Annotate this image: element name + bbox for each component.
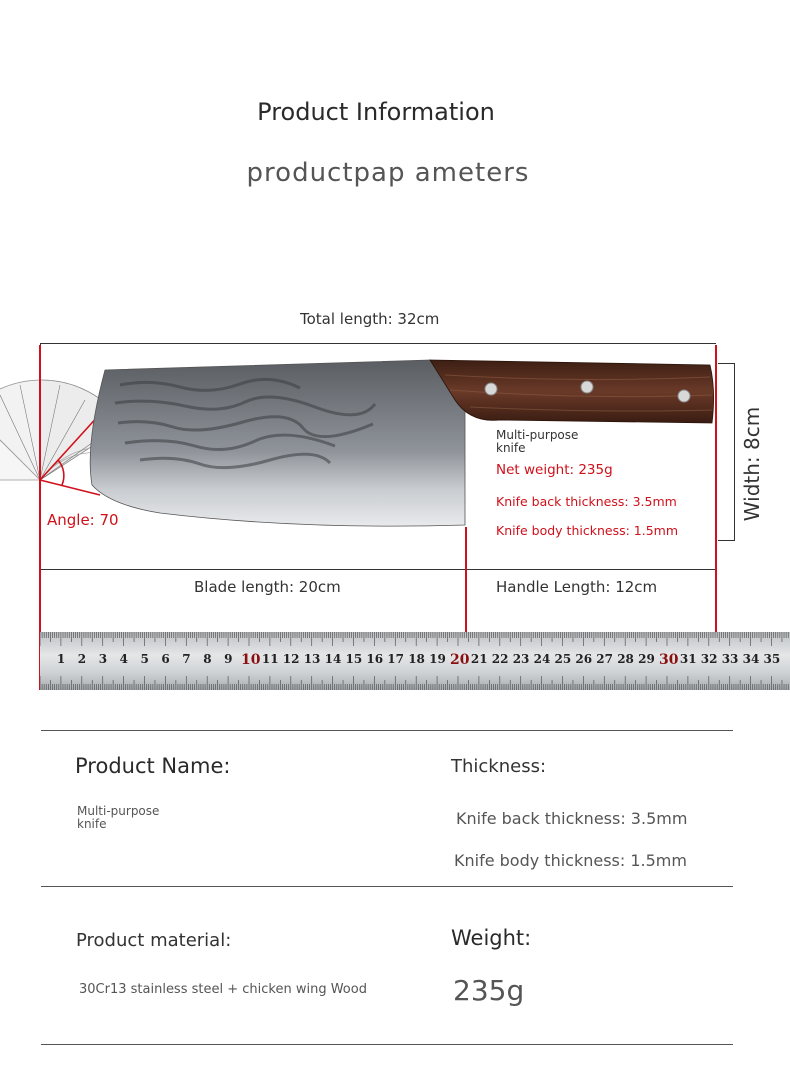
callout-back-thickness: Knife back thickness: 3.5mm xyxy=(496,494,677,509)
callout-net-weight: Net weight: 235g xyxy=(496,462,613,478)
ruler-number: 21 xyxy=(470,652,488,666)
ruler-number: 31 xyxy=(679,652,697,666)
ruler-number: 1 xyxy=(56,652,66,666)
ruler-number: 8 xyxy=(203,652,212,666)
weight-label: Weight: xyxy=(451,926,532,950)
ruler-number: 13 xyxy=(303,652,321,666)
ruler-number: 7 xyxy=(182,652,191,666)
back-thickness-value: Knife back thickness: 3.5mm xyxy=(456,809,688,828)
thickness-label: Thickness: xyxy=(451,756,547,777)
ruler-number: 32 xyxy=(700,652,718,666)
ruler-number: 34 xyxy=(742,652,760,666)
total-length-line xyxy=(40,343,716,344)
ruler-number: 27 xyxy=(596,652,613,666)
ruler-number: 15 xyxy=(345,652,363,666)
ruler-number: 16 xyxy=(366,652,384,666)
reference-line-32cm xyxy=(715,345,717,690)
ruler-number: 26 xyxy=(575,652,593,666)
total-length-label: Total length: 32cm xyxy=(300,310,440,328)
ruler-number: 29 xyxy=(638,652,655,666)
ruler-number: 5 xyxy=(140,652,149,666)
width-line xyxy=(734,363,735,540)
rivet-icon xyxy=(484,382,498,396)
ruler-number: 10 xyxy=(241,652,261,668)
blade-icon xyxy=(89,359,466,527)
width-tick-top xyxy=(718,363,735,364)
ruler-number: 35 xyxy=(763,652,781,666)
material-label: Product material: xyxy=(76,930,232,951)
product-name-value: Multi-purpose knife xyxy=(77,804,160,831)
ruler-number: 14 xyxy=(324,652,342,666)
ruler-number: 11 xyxy=(261,652,279,666)
page-subtitle: productpap ameters xyxy=(246,158,530,188)
ruler-number: 28 xyxy=(617,652,634,666)
material-value: 30Cr13 stainless steel + chicken wing Wo… xyxy=(79,982,367,997)
ruler-number: 9 xyxy=(224,652,233,666)
ruler-number: 6 xyxy=(161,652,170,666)
ruler-number: 22 xyxy=(491,652,509,666)
handle-icon xyxy=(429,359,714,424)
ruler-number: 20 xyxy=(450,652,470,668)
ruler-number: 18 xyxy=(408,652,425,666)
rivet-icon xyxy=(677,389,691,403)
divider-middle xyxy=(41,886,733,887)
reference-line-20cm xyxy=(465,527,467,690)
ruler-number: 24 xyxy=(533,652,551,666)
ruler-number: 12 xyxy=(282,652,300,666)
weight-value: 235g xyxy=(453,974,525,1007)
ruler-number: 25 xyxy=(554,652,572,666)
knife-illustration xyxy=(0,359,714,527)
ruler-number: 23 xyxy=(512,652,530,666)
ruler-number: 33 xyxy=(721,652,739,666)
divider-bottom xyxy=(41,1044,733,1045)
body-thickness-value: Knife body thickness: 1.5mm xyxy=(454,851,687,870)
callout-body-thickness: Knife body thickness: 1.5mm xyxy=(496,523,679,538)
width-label: Width: 8cm xyxy=(740,406,764,522)
ruler-ticks xyxy=(40,632,789,690)
length-baseline xyxy=(40,569,716,570)
product-name-label: Product Name: xyxy=(75,754,231,778)
ruler-number: 2 xyxy=(77,652,87,666)
ruler-number: 17 xyxy=(387,652,404,666)
width-tick-bottom xyxy=(718,540,735,541)
blade-length-label: Blade length: 20cm xyxy=(194,578,341,596)
ruler-number: 19 xyxy=(429,652,446,666)
ruler-number: 4 xyxy=(119,652,128,666)
reference-line-start xyxy=(39,345,41,690)
handle-length-label: Handle Length: 12cm xyxy=(496,578,658,596)
rivet-icon xyxy=(580,380,594,394)
divider-top xyxy=(41,730,733,731)
callout-product-name: Multi-purpose knife xyxy=(496,428,579,455)
page-title: Product Information xyxy=(257,98,495,126)
angle-label: Angle: 70 xyxy=(47,511,119,529)
ruler-number: 30 xyxy=(659,652,679,668)
ruler-number: 3 xyxy=(98,652,108,666)
